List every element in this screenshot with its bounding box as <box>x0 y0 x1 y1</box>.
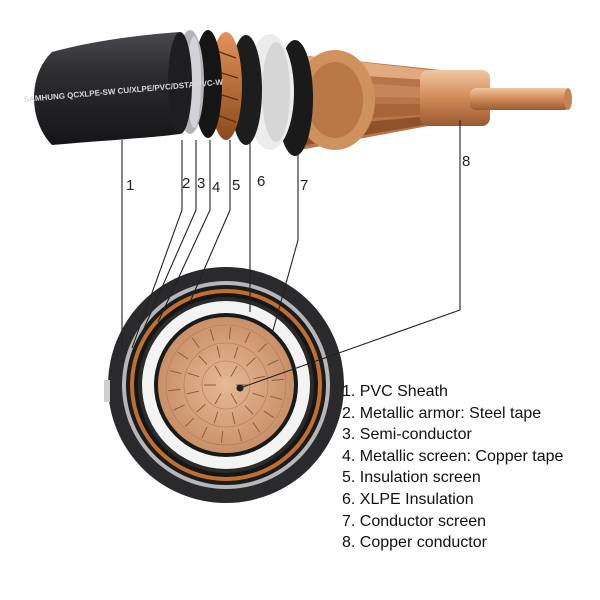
strand-line <box>198 355 208 365</box>
leader-line-8 <box>239 120 461 389</box>
leader-line-3 <box>137 140 197 343</box>
strand-line <box>244 331 251 344</box>
strand-ring <box>183 342 269 428</box>
strand-line <box>214 393 222 405</box>
callout-8: 8 <box>462 153 470 170</box>
pvc-sheath-3d <box>34 32 180 145</box>
sheath-marker <box>104 380 110 402</box>
callout-4: 4 <box>212 179 220 196</box>
callout-7: 7 <box>300 177 308 194</box>
strand-ring <box>165 324 287 446</box>
strand-line <box>270 395 283 400</box>
conductor-strand-lines <box>165 324 287 446</box>
cable-3d: SAMHUNG QCXLPE-SW CU/XLPE/PVC/DSTA/PVC-W <box>23 30 572 156</box>
callout-2: 2 <box>182 175 190 192</box>
strand-line <box>231 412 236 425</box>
strand-line <box>233 346 239 359</box>
leader-line-7 <box>271 150 299 335</box>
strand-line <box>230 393 238 405</box>
strand-line <box>246 357 256 367</box>
legend-item-insulation-screen: 5. Insulation screen <box>342 469 481 487</box>
leader-line-5 <box>189 140 231 303</box>
leader-line-2 <box>131 140 183 349</box>
strand-line <box>214 365 222 377</box>
strand-line <box>213 411 219 424</box>
strand-line <box>216 345 221 358</box>
strand-line <box>221 430 223 443</box>
callout-3: 3 <box>197 175 205 192</box>
strand-line <box>253 375 266 380</box>
strand-line <box>169 370 182 375</box>
strand-line <box>177 351 189 360</box>
strand-line <box>252 392 265 398</box>
legend-item-semi-conductor: 3. Semi-conductor <box>342 426 472 444</box>
strand-line <box>196 403 206 413</box>
strand-line <box>263 410 275 419</box>
strand-line <box>186 390 199 395</box>
strand-line <box>201 426 208 439</box>
legend-item-conductor-screen: 7. Conductor screen <box>342 512 487 530</box>
strand-line <box>209 329 215 341</box>
strand-line <box>187 372 200 378</box>
leader-line-4 <box>157 140 211 323</box>
strand-line <box>271 378 284 381</box>
strand-line <box>185 417 195 427</box>
callout-5: 5 <box>232 177 240 194</box>
legend-item-xlpe-insulation: 6. XLPE Insulation <box>342 490 474 508</box>
legend-list: 1. PVC Sheath 2. Metallic armor: Steel t… <box>342 381 598 554</box>
callout-numbers: 1 2 3 4 5 6 7 8 <box>126 153 470 196</box>
cable-cross-section <box>104 267 344 503</box>
strand-line <box>257 343 267 353</box>
strand-line <box>168 389 181 392</box>
strand-line <box>229 327 231 340</box>
copper-conductor-section <box>158 317 294 453</box>
legend-item-metallic-screen: 4. Metallic screen: Copper tape <box>342 447 564 465</box>
strand-line <box>173 404 185 411</box>
strand-line <box>191 337 200 348</box>
callout-1: 1 <box>126 177 134 194</box>
legend-item-metallic-armor: 2. Metallic armor: Steel tape <box>342 404 542 422</box>
strand-line <box>267 359 279 366</box>
strand-line <box>252 422 261 433</box>
legend-item-copper-conductor: 8. Copper conductor <box>342 534 487 552</box>
conductor-strands <box>295 50 572 150</box>
strand-line <box>244 405 254 415</box>
legend-item-pvc-sheath: 1. PVC Sheath <box>342 383 448 400</box>
strand-line <box>230 365 238 377</box>
strand-line <box>237 429 243 441</box>
leader-lines <box>121 120 461 392</box>
callout-6: 6 <box>257 173 265 190</box>
